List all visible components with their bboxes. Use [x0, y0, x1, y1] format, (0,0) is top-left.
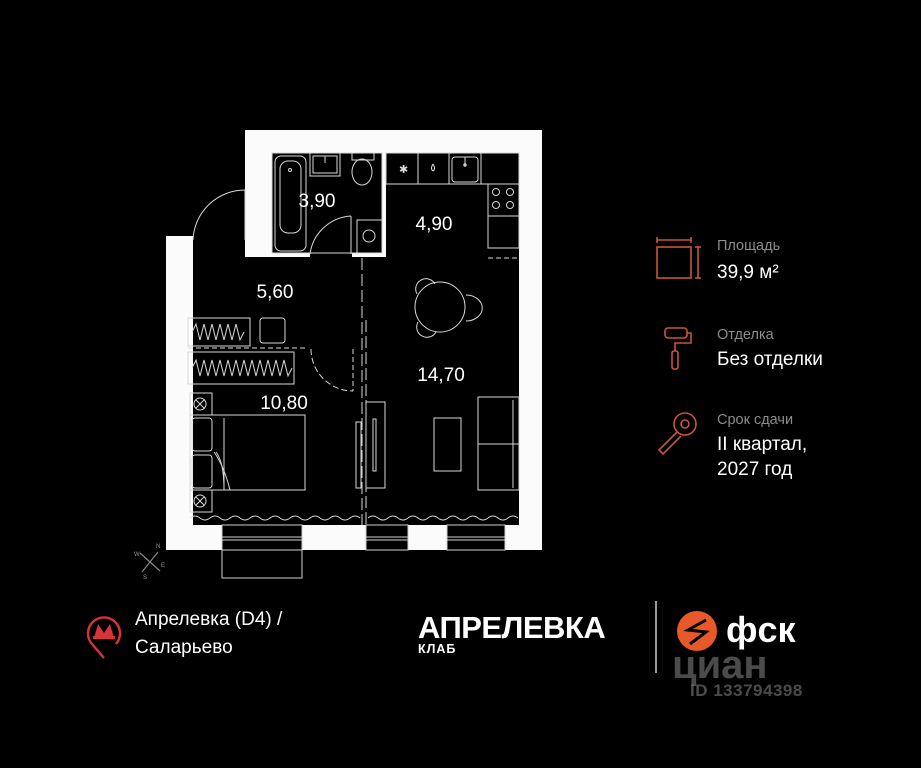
compass-east: E	[161, 563, 165, 569]
divider	[655, 601, 657, 673]
spec-finish-value: Без отделки	[717, 349, 823, 370]
brand-sub: КЛАБ	[418, 642, 457, 656]
brand-logo: АПРЕЛЕВКА КЛАБ	[418, 610, 606, 657]
windows	[221, 524, 506, 579]
compass-icon	[139, 551, 161, 573]
paint-roller-icon	[664, 327, 692, 370]
room-area-hallway: 5,60	[257, 282, 294, 303]
metro-stations: Апрелевка (D4) / Саларьево	[135, 606, 282, 662]
metro-icon	[86, 616, 122, 659]
watermark-logo: циан	[672, 643, 768, 687]
compass-south: S	[143, 575, 147, 581]
spec-area-label: Площадь	[717, 238, 781, 254]
room-area-bathroom: 3,90	[299, 191, 336, 212]
spec-delivery-value-1: II квартал,	[717, 434, 808, 455]
compass-west: W	[134, 552, 140, 558]
fixtures: ✱	[187, 152, 520, 525]
brand-name: АПРЕЛЕВКА	[418, 610, 606, 645]
spec-delivery-value-2: 2027 год	[717, 459, 793, 480]
room-area-living: 14,70	[417, 365, 465, 386]
area-icon	[656, 237, 701, 279]
fsk-logo-icon	[677, 611, 717, 651]
spec-delivery-label: Срок сдачи	[717, 412, 794, 428]
spec-area-value: 39,9 м²	[717, 262, 779, 283]
room-area-bedroom: 10,80	[260, 393, 308, 414]
svg-text:✱: ✱	[399, 164, 408, 176]
walls	[166, 130, 542, 550]
key-icon	[657, 412, 697, 456]
metro-station-2: Саларьево	[135, 637, 233, 658]
compass-north: N	[156, 544, 160, 550]
watermark-id: ID 133794398	[690, 681, 803, 700]
metro-station-1: Апрелевка (D4) /	[135, 609, 283, 630]
room-area-kitchen: 4,90	[416, 214, 453, 235]
spec-finish-label: Отделка	[717, 327, 774, 343]
developer-name: фск	[726, 609, 796, 650]
